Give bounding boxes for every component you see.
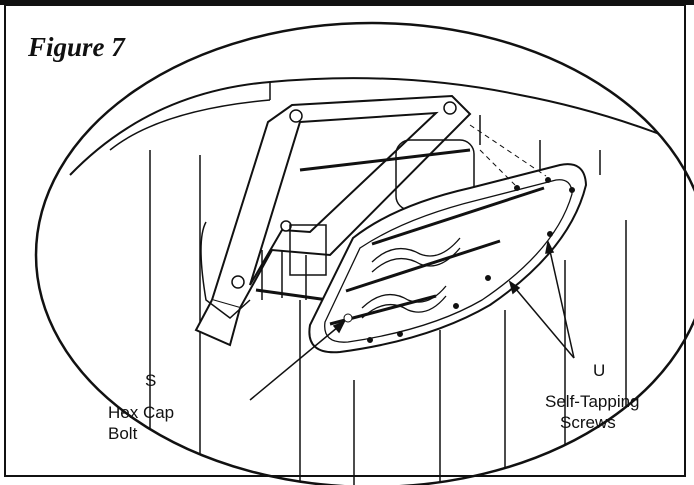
ladder-frame [194,94,472,347]
wave-logo [361,237,461,319]
figure-title: Figure 7 [28,32,125,62]
top-border [0,0,694,5]
callout-u-letter: U [593,361,606,380]
callout-u-line1: Self-Tapping [545,392,640,411]
leader-lines [249,239,575,401]
callout-s-letter: S [145,371,157,390]
callout-s-line1: Hex Cap [108,403,175,422]
callout-u-line2: Screws [560,413,616,432]
side-track [200,221,251,319]
top-rail [69,77,694,176]
detail-ellipse [34,21,694,485]
frame-bolts [231,101,457,289]
callout-s-line2: Bolt [108,424,138,443]
screw-holes [343,177,575,343]
